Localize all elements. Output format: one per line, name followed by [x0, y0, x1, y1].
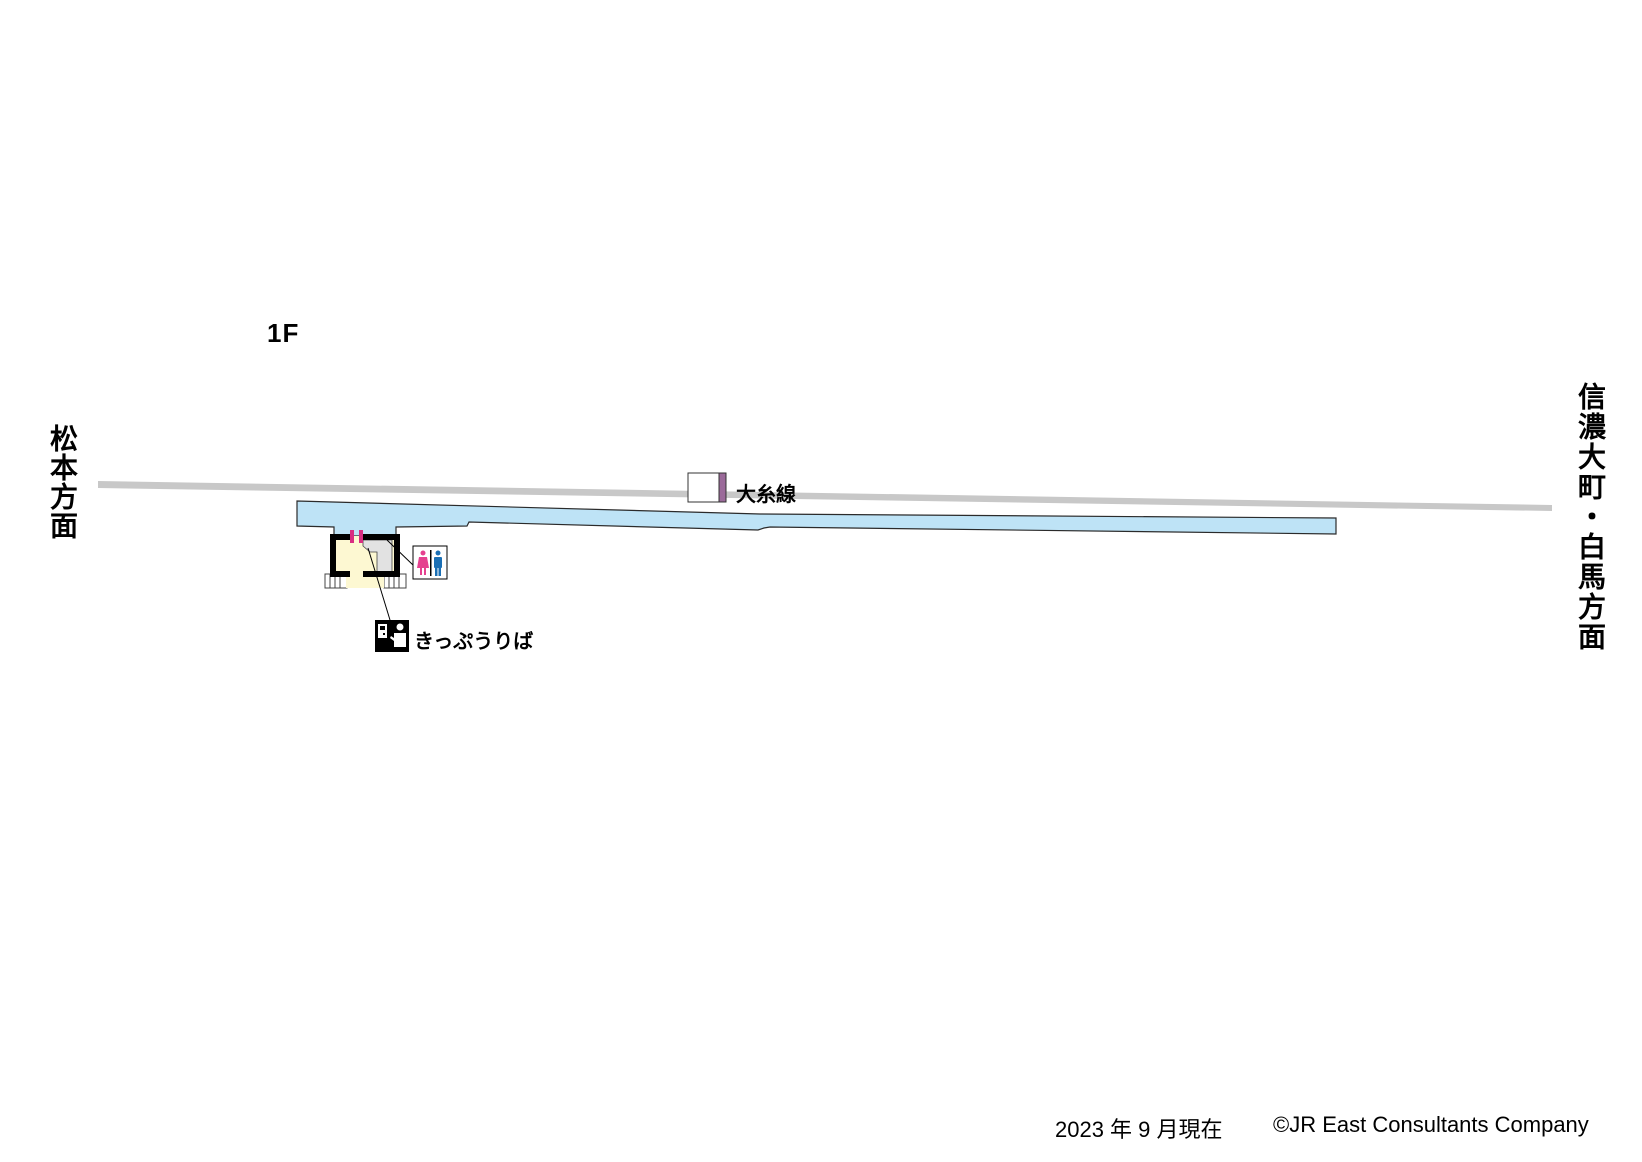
direction-matsumoto: 松本方面	[46, 424, 79, 540]
direction-shinano-omachi-hakuba: 信濃大町・白馬方面	[1574, 382, 1607, 652]
ticket-gate	[350, 530, 354, 543]
restroom-leader-line	[386, 539, 414, 566]
ticket-office-label: きっぷうりば	[414, 629, 534, 653]
line-name-label: 大糸線	[736, 482, 796, 506]
ticket-office-icon	[375, 620, 409, 652]
ticket-leader-line	[367, 547, 391, 621]
station-building	[330, 530, 400, 588]
copyright: ©JR East Consultants Company	[1273, 1112, 1589, 1137]
restroom-icon	[412, 545, 448, 580]
floor-label: 1F	[267, 318, 300, 348]
platform	[296, 500, 1337, 537]
railway-track	[98, 481, 1552, 511]
ticket-gate	[359, 530, 363, 543]
as-of-date: 2023 年 9 月現在	[1055, 1117, 1223, 1142]
line-sign	[687, 472, 727, 503]
restroom-area	[362, 539, 393, 575]
